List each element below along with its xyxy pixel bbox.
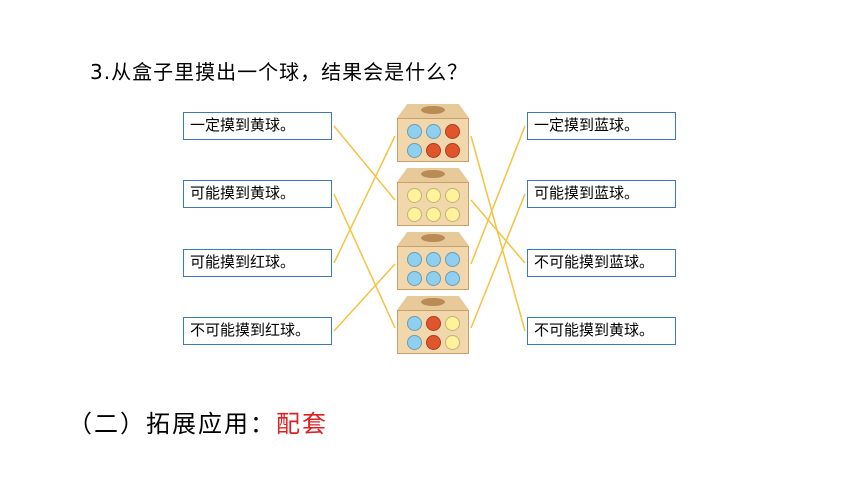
question-text: 3.从盒子里摸出一个球，结果会是什么？ [90, 60, 469, 84]
ball-box-1[interactable] [397, 104, 469, 162]
blue-ball [445, 252, 460, 267]
left-label-3[interactable]: 可能摸到红球。 [183, 249, 332, 277]
red-ball [426, 335, 441, 350]
blue-ball [407, 335, 422, 350]
box-hole [421, 106, 445, 114]
yellow-ball [445, 188, 460, 203]
box-hole [421, 298, 445, 306]
red-ball [445, 143, 460, 158]
yellow-ball [445, 316, 460, 331]
red-ball [426, 316, 441, 331]
yellow-ball [445, 335, 460, 350]
blue-ball [407, 252, 422, 267]
right-label-1[interactable]: 一定摸到蓝球。 [527, 112, 676, 140]
connector-left-2 [333, 193, 396, 329]
blue-ball [407, 124, 422, 139]
ball-box-2[interactable] [397, 168, 469, 226]
left-label-4[interactable]: 不可能摸到红球。 [183, 317, 332, 345]
left-label-1[interactable]: 一定摸到黄球。 [183, 112, 332, 140]
blue-ball [407, 143, 422, 158]
box-lid [397, 296, 469, 310]
box-lid [397, 104, 469, 118]
box-hole [421, 170, 445, 178]
connector-left-4 [333, 263, 396, 332]
yellow-ball [445, 207, 460, 222]
box-lid [397, 232, 469, 246]
blue-ball [407, 316, 422, 331]
connector-right-4 [470, 135, 526, 332]
box-front [397, 246, 469, 290]
blue-ball [426, 124, 441, 139]
right-label-2[interactable]: 可能摸到蓝球。 [527, 180, 676, 208]
yellow-ball [426, 207, 441, 222]
connector-left-3 [333, 135, 396, 264]
blue-ball [445, 271, 460, 286]
box-front [397, 182, 469, 226]
box-lid [397, 168, 469, 182]
left-label-2[interactable]: 可能摸到黄球。 [183, 180, 332, 208]
box-hole [421, 234, 445, 242]
right-label-3[interactable]: 不可能摸到蓝球。 [527, 249, 676, 277]
connector-left-1 [333, 125, 396, 201]
connector-right-2 [470, 193, 526, 329]
ball-box-3[interactable] [397, 232, 469, 290]
yellow-ball [407, 207, 422, 222]
section-prefix: （二）拓展应用： [68, 410, 276, 438]
blue-ball [426, 271, 441, 286]
connector-right-1 [470, 125, 526, 265]
yellow-ball [407, 188, 422, 203]
yellow-ball [426, 188, 441, 203]
blue-ball [426, 252, 441, 267]
red-ball [426, 143, 441, 158]
right-label-4[interactable]: 不可能摸到黄球。 [527, 317, 676, 345]
blue-ball [407, 271, 422, 286]
red-ball [445, 124, 460, 139]
ball-box-4[interactable] [397, 296, 469, 354]
box-front [397, 118, 469, 162]
section-accent-link[interactable]: 配套 [276, 410, 328, 438]
section-title: （二）拓展应用：配套 [68, 404, 328, 439]
box-front [397, 310, 469, 354]
